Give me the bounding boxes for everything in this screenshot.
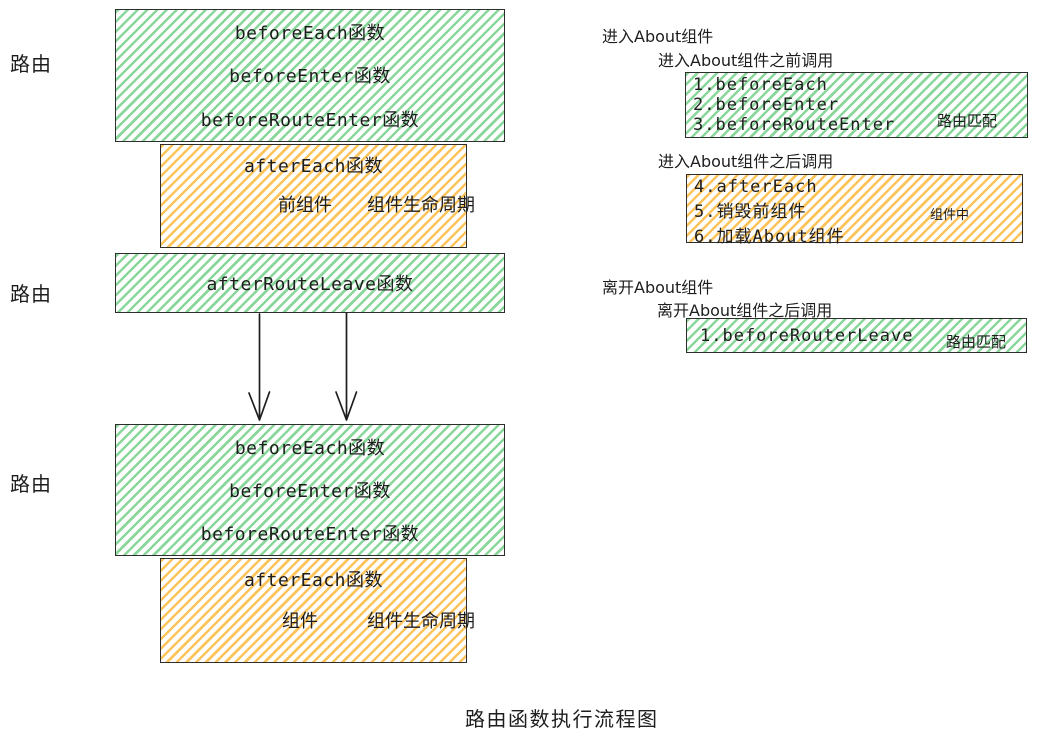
reenter-route-line-3: beforeRouteEnter函数 bbox=[200, 524, 420, 546]
flow-arrow-left-head bbox=[248, 391, 271, 421]
reenter-route-box: beforeEach函数 beforeEnter函数 beforeRouteEn… bbox=[115, 424, 505, 556]
enter-after-label: 进入About组件之后调用 bbox=[658, 152, 834, 171]
reenter-component-box: afterEach函数 组件 组件生命周期 bbox=[160, 558, 475, 663]
route-label-middle: 路由 bbox=[10, 282, 52, 306]
route-label-top: 路由 bbox=[10, 52, 52, 76]
prev-component-label: 前组件 bbox=[278, 195, 332, 216]
leave-after-item-1: 1.beforeRouterLeave bbox=[700, 325, 914, 346]
route-match-tag-1: 路由匹配 bbox=[937, 112, 998, 130]
enter-before-label: 进入About组件之前调用 bbox=[658, 51, 834, 70]
enter-after-item-3: 6.加载About组件 bbox=[694, 227, 845, 247]
route-match-tag-2: 路由匹配 bbox=[946, 333, 1007, 351]
enter-route-line-3: beforeRouteEnter函数 bbox=[200, 110, 420, 132]
leave-route-box: afterRouteLeave函数 bbox=[115, 253, 505, 313]
enter-before-box: 1.beforeEach 2.beforeEnter 3.beforeRoute… bbox=[685, 72, 1028, 138]
enter-before-item-1: 1.beforeEach bbox=[693, 75, 828, 95]
diagram-title: 路由函数执行流程图 bbox=[465, 707, 659, 731]
reenter-route-line-1: beforeEach函数 bbox=[234, 437, 386, 459]
enter-route-line-1: beforeEach函数 bbox=[234, 22, 386, 44]
component-label: 组件 bbox=[282, 611, 318, 632]
in-component-tag: 组件中 bbox=[930, 208, 970, 223]
enter-after-box: 4.afterEach 5.销毁前组件 6.加载About组件 组件中 bbox=[686, 174, 1023, 247]
after-route-leave-label: afterRouteLeave函数 bbox=[206, 274, 414, 295]
enter-before-item-2: 2.beforeEnter bbox=[693, 95, 840, 115]
component-lifecycle-label-2: 组件生命周期 bbox=[367, 611, 475, 632]
enter-about-heading: 进入About组件 bbox=[602, 27, 714, 46]
leave-after-box: 1.beforeRouterLeave 路由匹配 bbox=[686, 318, 1027, 353]
leave-about-heading: 离开About组件 bbox=[602, 278, 714, 297]
leave-after-label: 离开About组件之后调用 bbox=[657, 301, 833, 320]
enter-component-box: afterEach函数 前组件 组件生命周期 bbox=[160, 144, 475, 248]
enter-after-item-2: 5.销毁前组件 bbox=[694, 202, 807, 222]
after-each-title: afterEach函数 bbox=[243, 156, 384, 177]
enter-before-item-3: 3.beforeRouteEnter bbox=[693, 115, 896, 135]
component-lifecycle-label: 组件生命周期 bbox=[367, 195, 475, 216]
route-label-bottom: 路由 bbox=[10, 472, 52, 496]
enter-after-item-1: 4.afterEach bbox=[694, 177, 818, 197]
after-each-title-2: afterEach函数 bbox=[243, 570, 384, 591]
enter-route-line-2: beforeEnter函数 bbox=[229, 66, 391, 88]
reenter-route-line-2: beforeEnter函数 bbox=[229, 480, 391, 502]
enter-route-box: beforeEach函数 beforeEnter函数 beforeRouteEn… bbox=[115, 9, 505, 142]
flow-arrow-right-head bbox=[335, 391, 358, 421]
